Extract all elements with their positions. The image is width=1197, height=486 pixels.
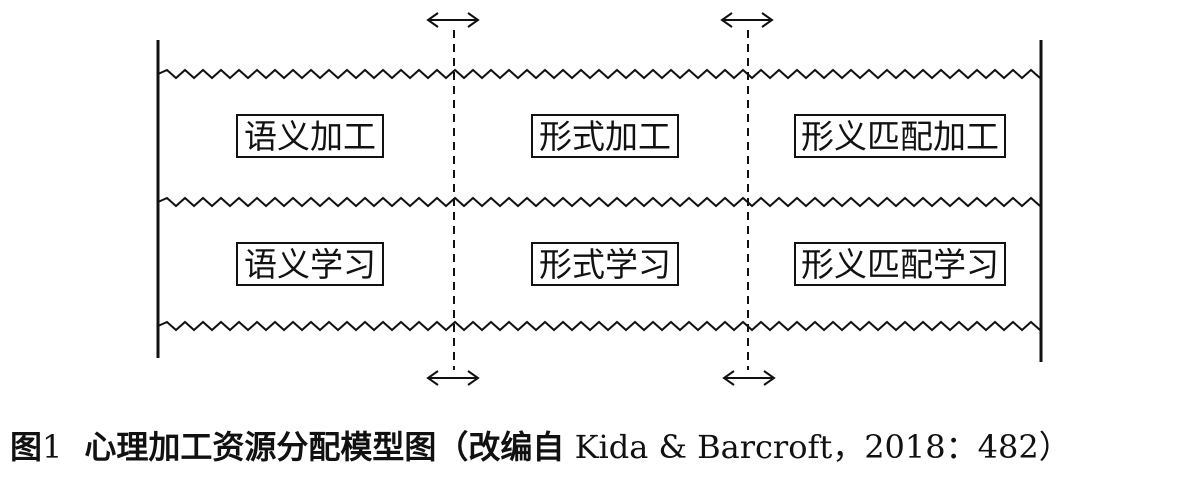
allocation-model-diagram (156, 12, 1043, 386)
figure-source: Kida & Barcroft，2018：482） (564, 428, 1071, 466)
wavy-separator-middle (157, 196, 1041, 208)
box-form-processing: 形式加工 (531, 114, 679, 158)
double-arrow-bottom-right-icon (722, 370, 776, 386)
figure-caption: 图1 心理加工资源分配模型图（改编自 Kida & Barcroft，2018：4… (10, 424, 1190, 470)
figure-source-prefix: （改编自 (436, 428, 565, 466)
figure-title: 心理加工资源分配模型图 (84, 428, 437, 466)
box-form-meaning-mapping-learning: 形义匹配学习 (794, 242, 1006, 286)
double-arrow-top-left-icon (426, 12, 480, 28)
figure-label: 图 (10, 428, 43, 466)
wavy-separator-bottom (157, 320, 1041, 332)
figure-number: 1 (42, 428, 63, 466)
double-arrow-bottom-left-icon (426, 370, 480, 386)
box-form-learning: 形式学习 (531, 242, 679, 286)
box-form-meaning-mapping-processing: 形义匹配加工 (794, 114, 1006, 158)
wavy-separator-top (157, 68, 1041, 80)
box-semantic-learning: 语义学习 (236, 242, 384, 286)
double-arrow-top-right-icon (720, 12, 774, 28)
box-semantic-processing: 语义加工 (236, 114, 384, 158)
